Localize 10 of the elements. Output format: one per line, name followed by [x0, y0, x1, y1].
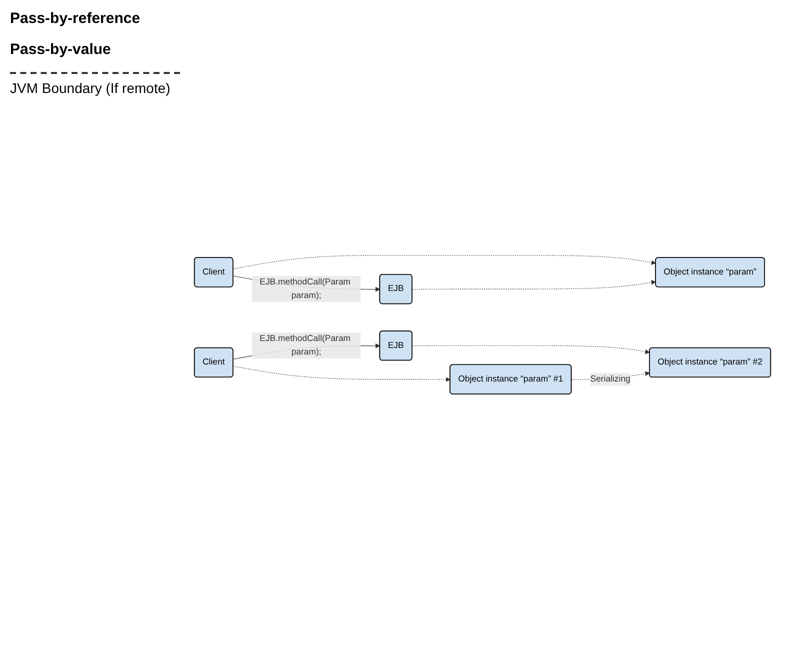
arrow	[232, 366, 450, 382]
edge-label: EJB.methodCall(Param param);	[260, 278, 351, 300]
section-heading: Pass-by-reference	[10, 10, 142, 27]
section-heading: Pass-by-value	[10, 41, 112, 58]
arrow	[232, 255, 656, 270]
boundary-note: JVM Boundary (If remote)	[10, 72, 180, 96]
edge-label: EJB.methodCall(Param param);	[260, 334, 351, 357]
edge-label: Serializing	[590, 374, 630, 384]
arrow	[412, 280, 656, 290]
arrow	[412, 346, 650, 354]
